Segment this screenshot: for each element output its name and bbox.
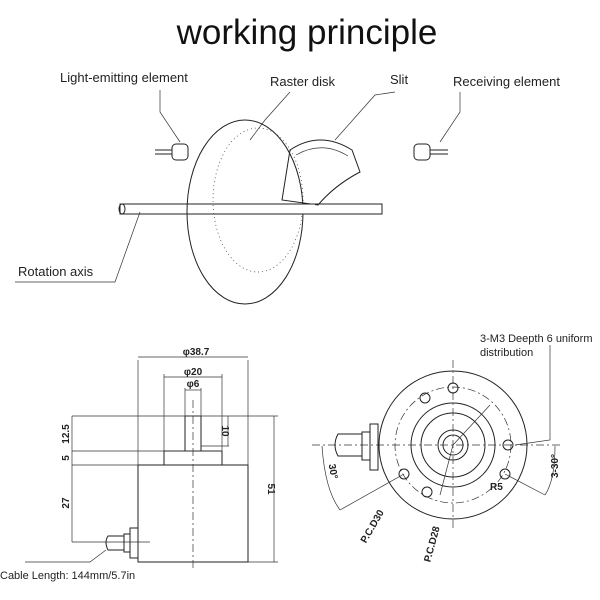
front-view: 3-M3 Deepth 6 uniform distribution 30° 3… — [312, 333, 593, 563]
dim-body-height: 27 — [61, 497, 72, 509]
pcd28: P.C.D28 — [423, 525, 443, 564]
label-rotation-axis: Rotation axis — [18, 264, 94, 279]
raster-disk — [186, 119, 315, 305]
pcd30: P.C.D30 — [359, 508, 387, 545]
dim-shaft-height: 12.5 — [61, 424, 72, 444]
side-view: φ38.7 φ20 φ6 12.5 5 27 51 10 Cable Lengt… — [0, 347, 278, 582]
dim-hub-diameter: φ20 — [184, 367, 203, 378]
angle-left: 30° — [326, 463, 339, 480]
angle-right: 3-30° — [550, 454, 561, 478]
dim-flange-height: 5 — [61, 455, 72, 461]
dim-total-height: 51 — [265, 483, 276, 495]
receiver-icon — [413, 143, 448, 161]
dim-outer-diameter: φ38.7 — [183, 347, 210, 358]
radius-label: R5 — [490, 482, 503, 493]
label-slit: Slit — [390, 72, 408, 87]
light-emitter-icon — [155, 143, 189, 161]
dim-shaft-diameter: φ6 — [187, 379, 200, 390]
mount-note-line1: 3-M3 Deepth 6 uniform — [480, 333, 593, 345]
label-light-emitting: Light-emitting element — [60, 70, 188, 85]
label-receiving: Receiving element — [453, 74, 560, 89]
dim-flat: 10 — [219, 425, 230, 437]
cable-length: Cable Length: 144mm/5.7in — [0, 570, 135, 582]
title: working principle — [176, 13, 438, 52]
slit-disk — [281, 139, 361, 206]
mount-note-line2: distribution — [480, 347, 533, 359]
leader-lines — [15, 90, 461, 283]
label-raster-disk: Raster disk — [270, 74, 336, 89]
